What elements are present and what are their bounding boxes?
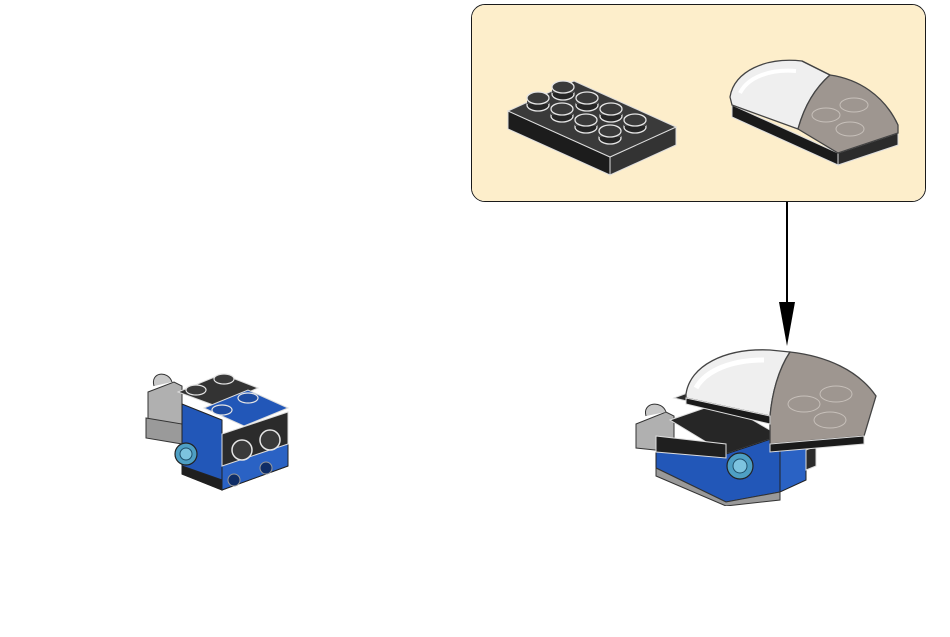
down-arrow-icon [770,202,804,348]
result-assembly-icon [630,340,880,506]
parts-callout-art [472,5,926,202]
parts-callout [471,4,926,202]
current-assembly-icon [138,362,298,504]
